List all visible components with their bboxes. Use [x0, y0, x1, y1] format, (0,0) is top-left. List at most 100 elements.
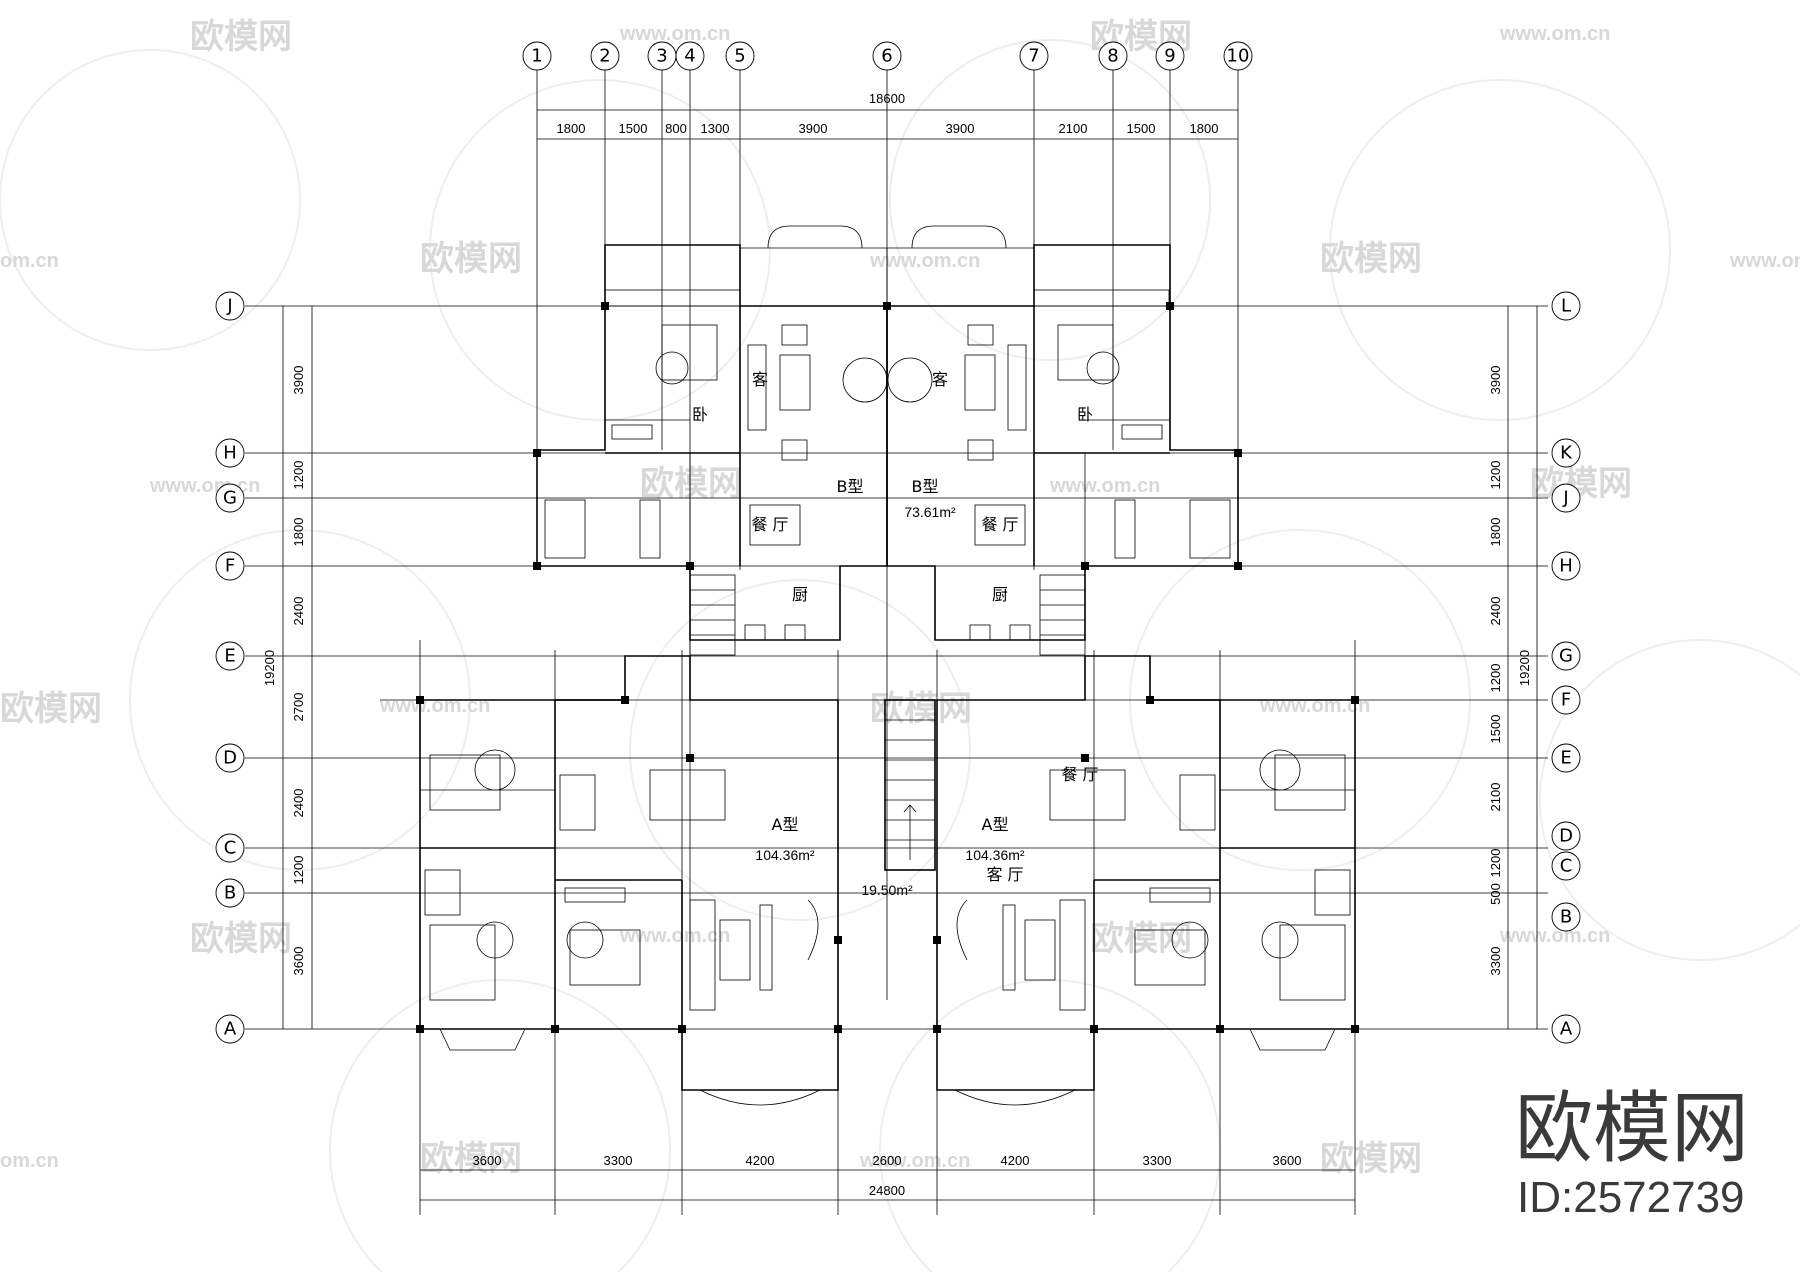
top-axis-bubbles: 1 2 3 4 5 6 7 8 9 10 [522, 41, 1253, 71]
a-unit-left: A型 104.36m² [419, 655, 839, 1106]
watermark-text: 欧模网 [190, 919, 292, 959]
room-label-living-hall: 客 厅 [986, 865, 1023, 884]
axis-label: K [1560, 443, 1573, 464]
dimension-label: 3600 [291, 947, 306, 976]
axis-label: 7 [1028, 46, 1039, 67]
watermark-url: www.om.cn [1499, 23, 1610, 45]
room-label-dining: 餐 厅 [981, 515, 1018, 534]
axis-label: 6 [881, 46, 892, 67]
watermark-url: www.om.cn [619, 925, 730, 947]
dimension-label: 3900 [291, 366, 306, 395]
watermark-text: 欧模网 [640, 464, 742, 504]
room-label-dining: 餐 厅 [1061, 765, 1098, 784]
axis-label: J [1562, 488, 1568, 509]
b-unit-right: 客 卧 餐 厅 厨 B型 [886, 225, 1239, 656]
axis-label: B [224, 883, 236, 904]
axis-label: C [224, 838, 237, 859]
watermark-url: www.om.cn [379, 695, 490, 717]
room-label-bedroom: 卧 [692, 405, 708, 424]
dimension-label: 1200 [291, 461, 306, 490]
watermark-text: 欧模网 [1530, 464, 1632, 504]
watermark-text: 欧模网 [190, 17, 292, 57]
watermarks: 欧模网 欧模网 www.om.cn www.om.cn 欧模网 欧模网 om.c… [0, 17, 1800, 1179]
overall-dimension-right: 19200 [1517, 650, 1532, 686]
a-unit-right: A型 104.36m² 客 厅 餐 厅 [936, 655, 1356, 1106]
axis-label: L [1561, 296, 1571, 317]
axis-label: E [224, 646, 235, 667]
dimension-label: 800 [665, 121, 687, 136]
overall-dimension-top: 18600 [869, 91, 905, 106]
watermark-text: 欧模网 [1090, 919, 1192, 959]
brand-mark: 欧模网 ID:2572739 [1515, 1084, 1749, 1222]
axis-label: H [1559, 556, 1573, 577]
unit-type-label: B型 [837, 477, 864, 496]
dimension-label: 2400 [1488, 597, 1503, 626]
dimension-label: 1800 [1190, 121, 1219, 136]
watermark-text: 欧模网 [0, 689, 102, 729]
room-label-dining: 餐 厅 [751, 515, 788, 534]
axis-label: F [1561, 690, 1571, 711]
watermark-url: om.cn [0, 250, 59, 272]
b-unit-left: 客 卧 餐 厅 厨 B型 [536, 225, 888, 656]
axis-label: 3 [656, 46, 667, 67]
dimension-label: 2400 [291, 597, 306, 626]
dimension-label: 3300 [1488, 947, 1503, 976]
stair-area-label: 19.50m² [861, 882, 913, 898]
unit-area-label: 104.36m² [965, 847, 1024, 863]
axis-label: 5 [734, 46, 745, 67]
watermark-url: www.om.cn [1499, 925, 1610, 947]
overall-dimension-bottom: 24800 [869, 1183, 905, 1198]
watermark-text: 欧模网 [1320, 239, 1422, 279]
dimension-label: 2700 [291, 693, 306, 722]
stair-core: 19.50m² [861, 699, 936, 898]
dimension-label: 3600 [473, 1153, 502, 1168]
dimension-label: 1500 [619, 121, 648, 136]
axis-label: D [223, 748, 237, 769]
axis-label: G [223, 488, 237, 509]
top-dimension-chain: 18600 1800 1500 800 1300 3900 3900 2100 … [537, 91, 1238, 140]
dimension-label: 1300 [701, 121, 730, 136]
vertical-grid-lines [419, 70, 1356, 1215]
unit-type-label: A型 [982, 815, 1009, 834]
room-label-bedroom: 卧 [1077, 405, 1093, 424]
room-label-kitchen: 厨 [992, 585, 1008, 604]
axis-label: 2 [599, 46, 610, 67]
axis-label: H [223, 443, 237, 464]
axis-label: A [1560, 1019, 1573, 1040]
watermark-url: www.om.cn [859, 1150, 970, 1172]
axis-label: F [225, 556, 235, 577]
watermark-url: www.om.cn [619, 23, 730, 45]
dimension-label: 1200 [1488, 849, 1503, 878]
watermark-text: 欧模网 [420, 1139, 522, 1179]
axis-label: 8 [1107, 46, 1118, 67]
left-dimension-chain: 19200 3900 1200 1800 2400 2700 2400 1200… [262, 306, 313, 1029]
axis-label: B [1560, 907, 1572, 928]
horizontal-grid-lines [245, 305, 1548, 1030]
dimension-label: 3600 [1273, 1153, 1302, 1168]
dimension-label: 3300 [604, 1153, 633, 1168]
axis-label: J [226, 296, 232, 317]
axis-label: 4 [684, 46, 695, 67]
dimension-label: 1200 [1488, 461, 1503, 490]
dimension-label: 500 [1488, 883, 1503, 905]
dimension-label: 1800 [1488, 518, 1503, 547]
dimension-label: 3300 [1143, 1153, 1172, 1168]
right-dimension-chain: 19200 3900 1200 1800 2400 1200 1500 2100… [1488, 306, 1538, 1029]
left-axis-bubbles: J H G F E D C B A [215, 291, 245, 1044]
overall-dimension-left: 19200 [262, 650, 277, 686]
axis-label: E [1560, 748, 1571, 769]
unit-type-label: A型 [772, 815, 799, 834]
bottom-dimension-chain: 3600 3300 4200 2600 4200 3300 3600 24800 [420, 1153, 1355, 1201]
dimension-label: 2600 [873, 1153, 902, 1168]
dimension-label: 1800 [291, 518, 306, 547]
room-label-living: 客 [932, 370, 948, 389]
dimension-label: 1200 [1488, 664, 1503, 693]
right-axis-bubbles: L K J H G F E D C B A [1551, 291, 1581, 1044]
dimension-label: 2100 [1488, 783, 1503, 812]
axis-label: 10 [1227, 46, 1250, 67]
axis-label: 1 [531, 46, 542, 67]
room-label-kitchen: 厨 [792, 585, 808, 604]
brand-id: ID:2572739 [1517, 1173, 1745, 1222]
axis-label: 9 [1164, 46, 1175, 67]
